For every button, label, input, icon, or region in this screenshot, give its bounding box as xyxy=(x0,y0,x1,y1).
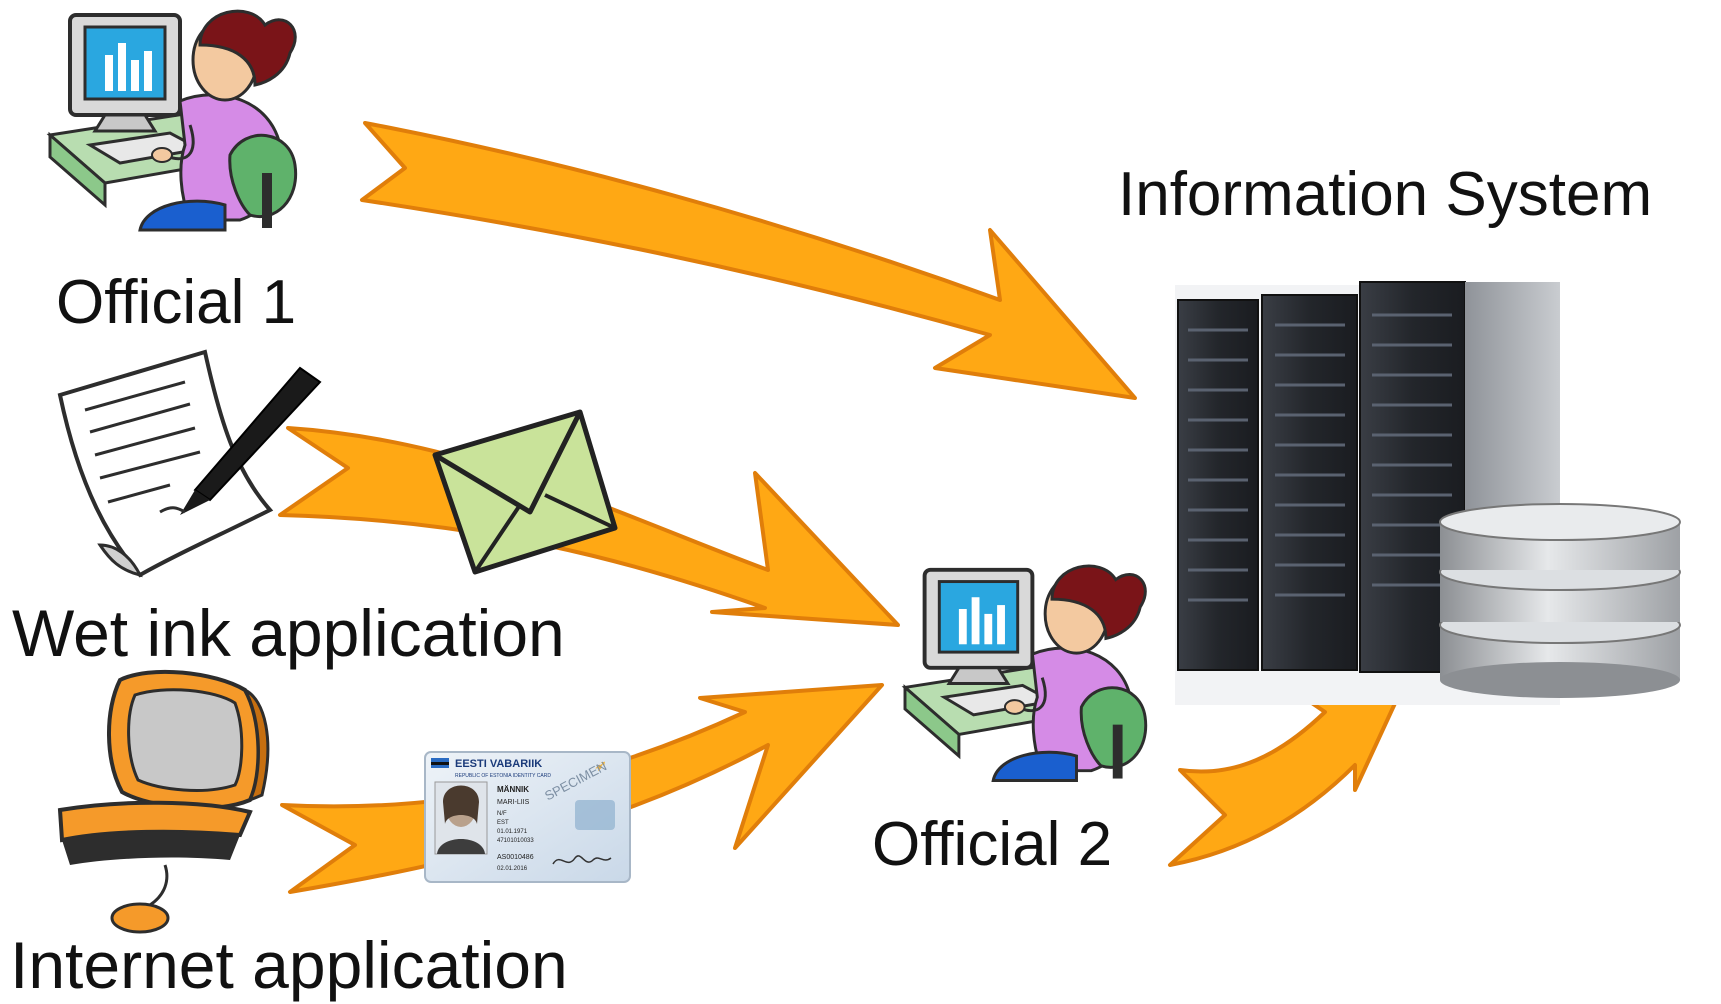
label-information-system: Information System xyxy=(1118,160,1653,229)
id-card-signature xyxy=(552,855,612,865)
computer-icon xyxy=(57,669,270,934)
id-card-nationality: EST xyxy=(497,820,509,826)
id-card-logo: ➶ xyxy=(595,757,607,773)
label-wet-ink-application: Wet ink application xyxy=(12,596,565,670)
id-card-personal-code: 47101010033 xyxy=(497,838,534,844)
id-card-sex: N/F xyxy=(497,811,507,817)
label-official-2: Official 2 xyxy=(872,810,1113,879)
arrow-official2-to-information-system xyxy=(1168,658,1417,867)
id-card-subheader: REPUBLIC OF ESTONIA IDENTITY CARD xyxy=(455,773,551,779)
id-card-given-name: MARI-LIIS xyxy=(497,799,530,806)
envelope-icon xyxy=(432,409,618,575)
id-card-surname: MÄNNIK xyxy=(497,785,529,794)
database-icon xyxy=(1439,503,1681,698)
official-1-person-icon xyxy=(48,9,298,232)
id-card-document-number: AS0010486 xyxy=(497,854,534,861)
label-internet-application: Internet application xyxy=(10,928,568,1002)
paper-with-pen-icon xyxy=(57,349,322,578)
id-card-expiry: 02.01.2016 xyxy=(497,866,528,872)
label-official-1: Official 1 xyxy=(56,268,297,337)
id-card: EESTI VABARIIK REPUBLIC OF ESTONIA IDENT… xyxy=(424,751,631,883)
official-2-person-icon xyxy=(903,564,1148,783)
id-card-birth-date: 01.01.1971 xyxy=(497,829,528,835)
id-card-header: EESTI VABARIIK xyxy=(455,758,542,770)
arrow-official1-to-information-system xyxy=(360,121,1137,400)
